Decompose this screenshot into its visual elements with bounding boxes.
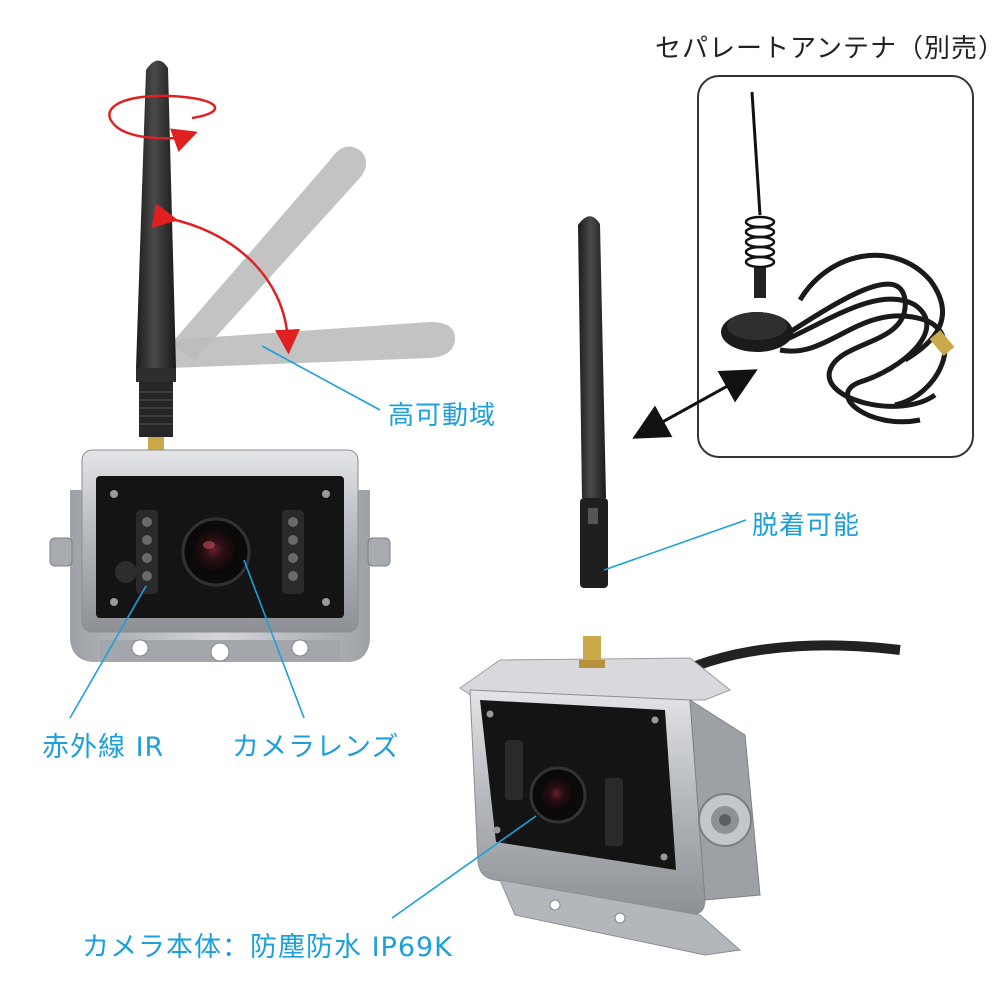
- separate-antenna-title: セパレートアンテナ（別売）: [655, 34, 1000, 64]
- ghost-antenna-diagonal: [170, 146, 367, 360]
- callout-line-rotation: [261, 345, 381, 411]
- detached-antenna: [578, 216, 608, 588]
- infrared-label: 赤外線 IR: [42, 732, 165, 763]
- rotation-range-label: 高可動域: [388, 401, 497, 431]
- front-camera: [49, 449, 391, 662]
- magnetic-antenna: [721, 91, 955, 425]
- camera-body-label: カメラ本体：防塵防水 IP69K: [82, 932, 453, 963]
- swap-arrow-icon: [632, 369, 758, 439]
- rotation-arrow-icon: [108, 94, 217, 153]
- angled-camera: [459, 636, 901, 956]
- ghost-antenna-horizontal: [170, 322, 455, 368]
- tilt-arc-arrow-icon: [151, 203, 300, 355]
- callout-line-lens: [243, 559, 305, 719]
- camera-lens-label: カメラレンズ: [232, 732, 400, 763]
- detachable-label: 脱着可能: [752, 511, 861, 541]
- camera-antenna-upright: [136, 60, 176, 457]
- callout-line-ir: [69, 585, 147, 719]
- callout-line-detach: [603, 519, 747, 571]
- callout-line-body: [391, 815, 537, 919]
